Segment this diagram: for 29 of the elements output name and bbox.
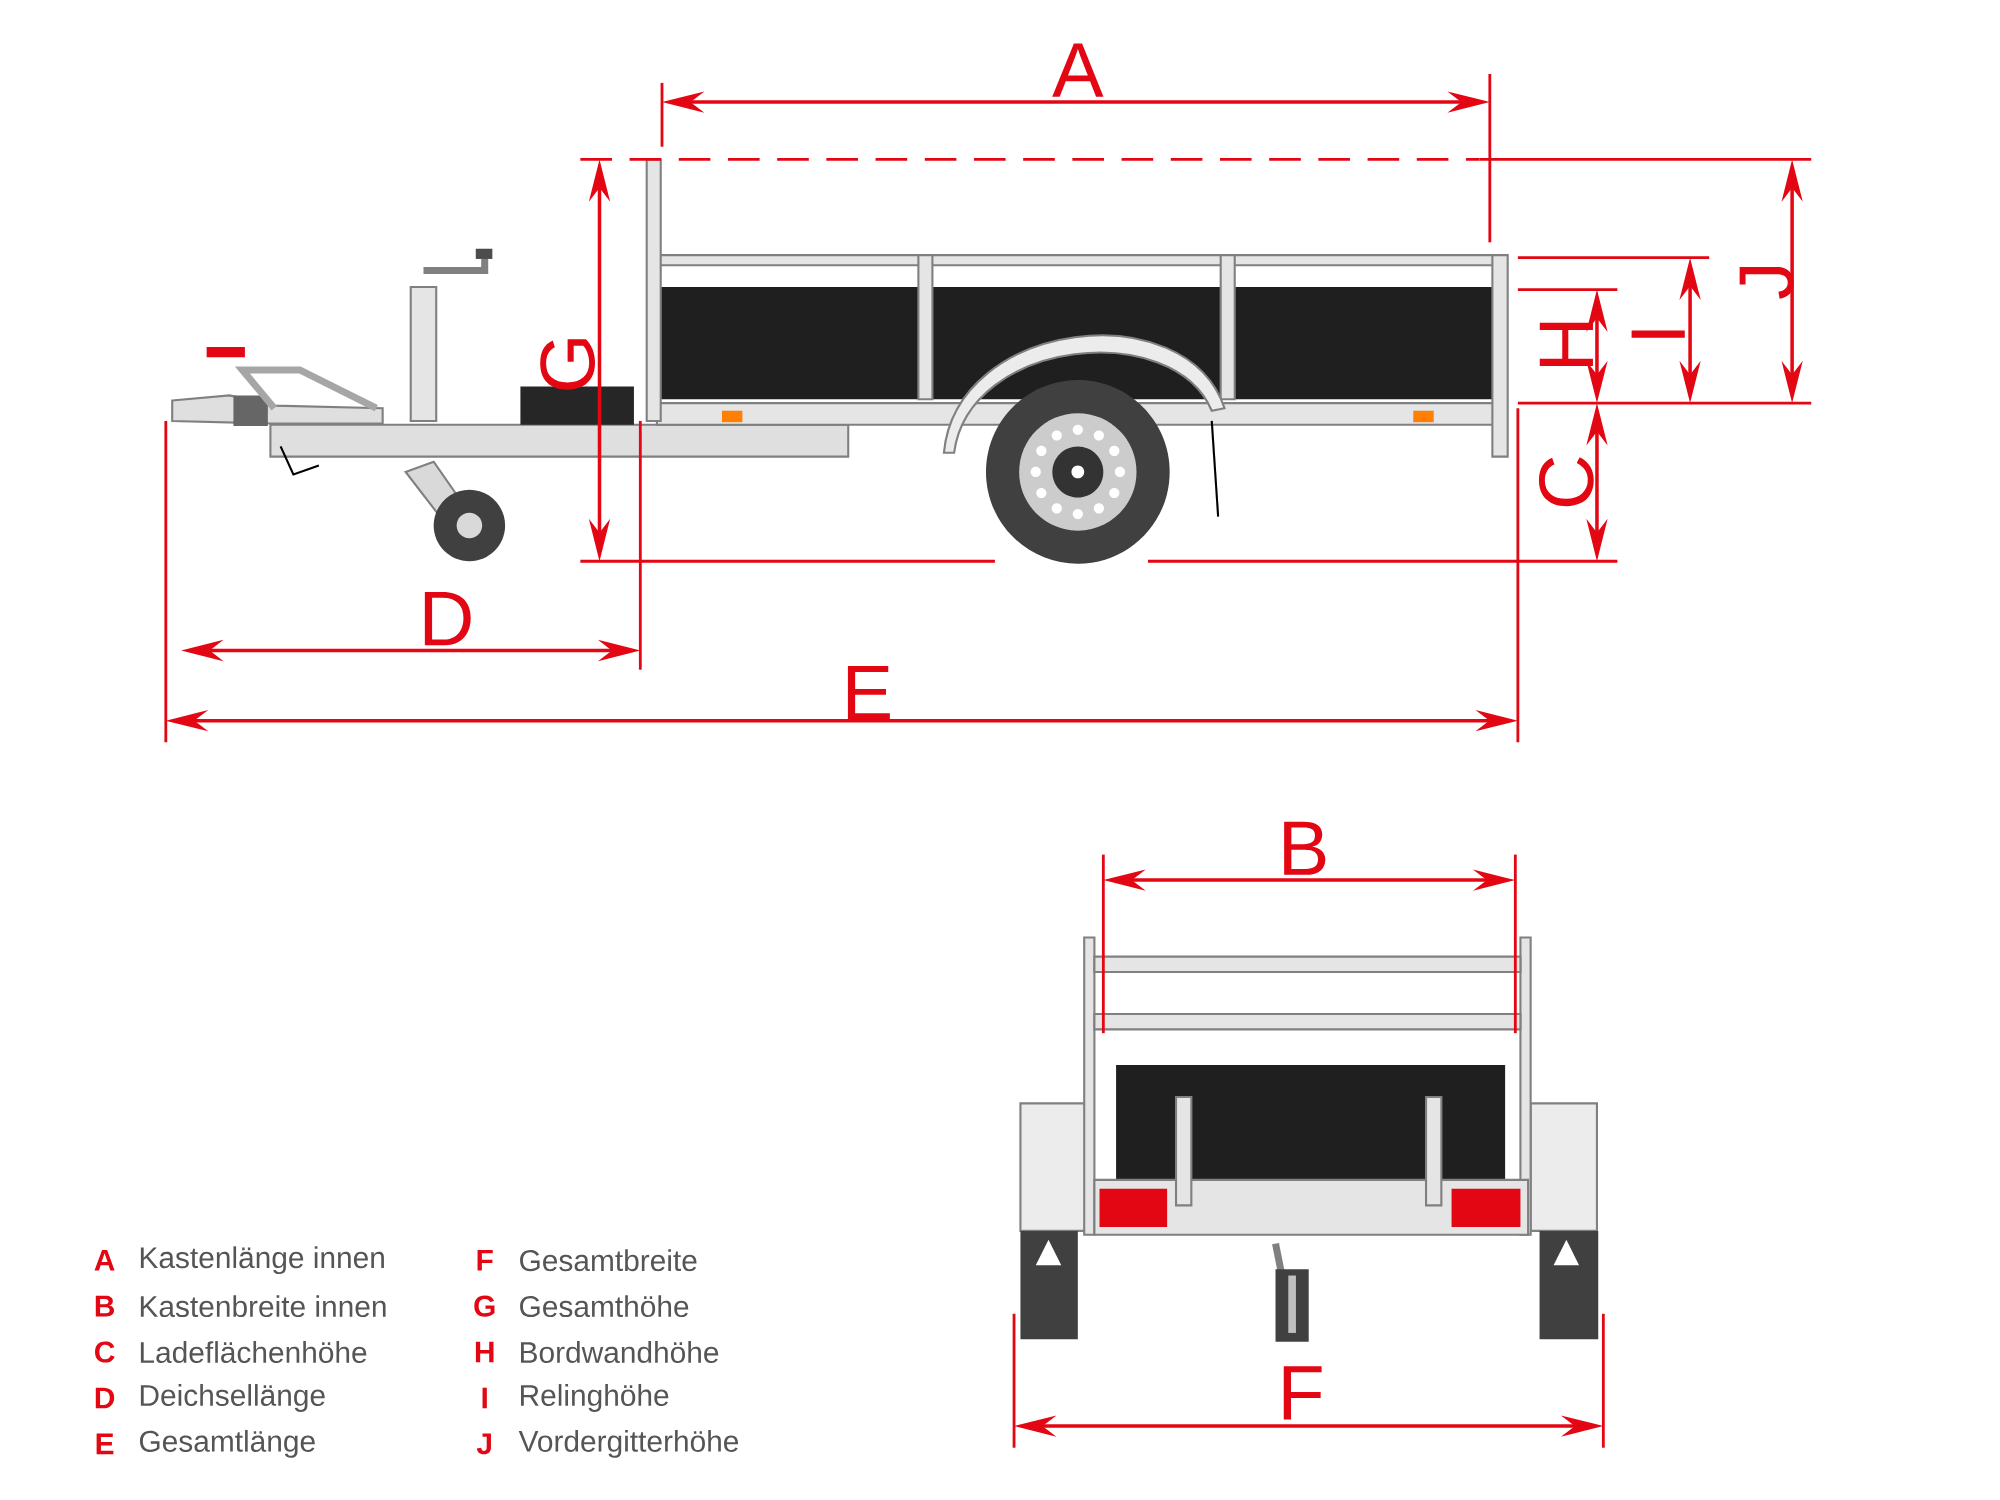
dimension-letter: E — [847, 666, 890, 720]
legend-letter: G — [474, 1295, 495, 1317]
legend-text: Kastenbreite innen — [140, 1295, 386, 1318]
legend-text: Ladeflächenhöhe — [140, 1341, 367, 1363]
legend-letter: H — [475, 1341, 494, 1363]
dimension-letter: H — [1539, 322, 1593, 366]
legend-text: Deichsellänge — [140, 1384, 325, 1412]
legend-text: Relinghöhe — [521, 1384, 669, 1412]
dimension-letter: F — [1283, 1366, 1322, 1420]
dimension-letter: G — [540, 339, 595, 390]
legend-letter: D — [95, 1387, 115, 1409]
dimension-letter: A — [1052, 43, 1104, 97]
legend-letter: F — [477, 1249, 493, 1271]
dimension-letter: D — [424, 592, 471, 646]
dimension-letter: C — [1538, 457, 1594, 507]
legend-letter: A — [94, 1249, 115, 1271]
dimension-letter: I — [1631, 330, 1685, 338]
dimension-letter: B — [1284, 821, 1326, 875]
legend-text: Gesamtbreite — [520, 1249, 697, 1272]
legend-letter: C — [95, 1341, 115, 1363]
legend-text: Gesamthöhe — [520, 1295, 689, 1318]
legend-letter: I — [482, 1387, 487, 1409]
legend-letter: B — [95, 1295, 115, 1317]
legend-text: Bordwandhöhe — [521, 1341, 719, 1363]
legend-text: Vordergitterhöhe — [518, 1429, 739, 1458]
legend-text: Gesamtlänge — [139, 1429, 315, 1458]
legend-letter: E — [96, 1433, 114, 1455]
legend-text: Kastenlänge innen — [140, 1246, 384, 1275]
legend-letter: J — [476, 1433, 491, 1455]
